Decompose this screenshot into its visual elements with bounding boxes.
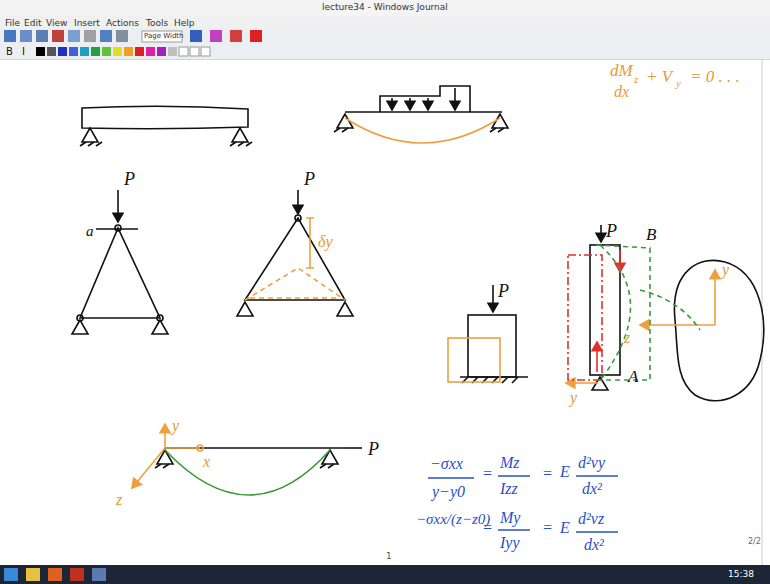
load-label: P xyxy=(368,440,379,458)
page-number: 2/2 xyxy=(748,538,761,546)
equation-text: dx² xyxy=(584,537,604,553)
zoom-box: Page Width xyxy=(144,33,184,40)
equation-text: dM xyxy=(610,62,633,79)
node-label: a xyxy=(86,224,94,239)
equation-text: d²vy xyxy=(578,455,605,471)
equation-text: −σxx/(z−z0) xyxy=(416,512,490,527)
equation-text: Izz xyxy=(500,481,518,497)
axis-label: y xyxy=(722,262,729,278)
equation-text: = xyxy=(482,466,493,482)
equation-text: My xyxy=(500,510,520,526)
equation-text: d²vz xyxy=(578,511,604,527)
window-title: lecture34 - Windows Journal xyxy=(322,3,448,12)
equation-text: y−y0 xyxy=(432,484,465,500)
menu-item: Actions xyxy=(106,19,139,28)
subscript: y xyxy=(676,78,681,89)
equation-text: = xyxy=(542,520,553,536)
menu-item: Edit xyxy=(24,19,41,28)
axis-label: z xyxy=(624,330,630,346)
menu-item: File xyxy=(5,19,20,28)
deflection-label: δy xyxy=(318,234,333,250)
axis-label: y xyxy=(172,418,179,434)
load-label: P xyxy=(498,282,509,300)
axis-label: x xyxy=(203,454,210,470)
load-label: P xyxy=(124,170,135,188)
equation-text: + V xyxy=(646,68,672,85)
menu-item: Tools xyxy=(146,19,168,28)
equation-text: E xyxy=(560,520,570,536)
load-label: P xyxy=(606,222,617,240)
format-button: B xyxy=(6,47,13,57)
equation-text: = xyxy=(482,520,493,536)
point-label: B xyxy=(646,226,656,243)
menu-item: Insert xyxy=(74,19,100,28)
equation-text: E xyxy=(560,464,570,480)
point-label: A xyxy=(628,368,638,385)
format-button: I xyxy=(22,47,25,57)
equation-text: = 0 . . . xyxy=(690,68,740,85)
equation-text: dx xyxy=(614,84,629,100)
menu-item: View xyxy=(46,19,67,28)
subscript: z xyxy=(634,74,638,85)
page-number: 1 xyxy=(386,552,392,561)
axis-label: y xyxy=(570,390,577,406)
menu-item: Help xyxy=(174,19,195,28)
load-label: P xyxy=(304,170,315,188)
axis-label: z xyxy=(116,492,122,508)
clock: 15:38 xyxy=(728,570,754,579)
equation-text: Iyy xyxy=(500,535,520,551)
equation-text: Mz xyxy=(500,455,520,471)
equation-text: dx² xyxy=(582,481,602,497)
equation-text: −σxx xyxy=(430,456,463,472)
equation-text: = xyxy=(542,466,553,482)
